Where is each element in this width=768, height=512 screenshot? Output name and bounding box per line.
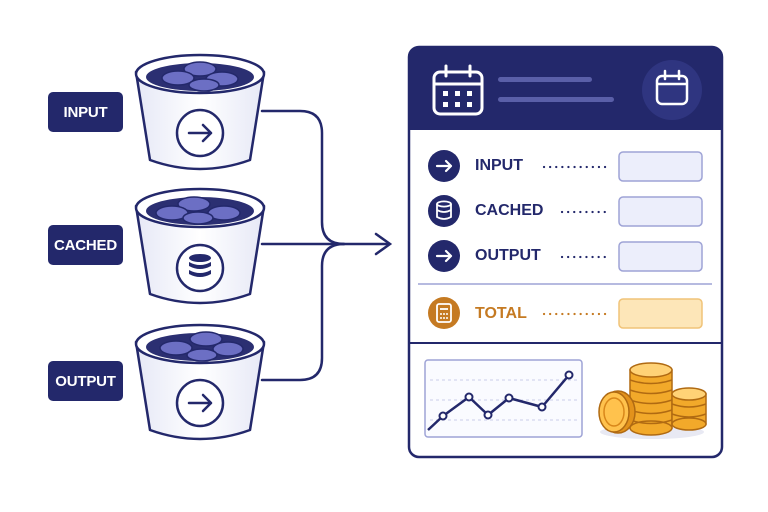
calendar-icon [432,64,484,116]
panel-row-label-input: INPUT [475,157,523,174]
bucket-output [134,323,266,441]
arrow-right-icon [428,240,460,272]
calendar-icon [642,60,702,120]
bucket-label-output: OUTPUT [48,361,123,401]
database-icon [428,195,460,227]
connector-lines [260,109,393,382]
database-icon [175,243,225,293]
bucket-label-cached: CACHED [48,225,123,265]
bucket-cached [134,187,266,305]
cost-panel [407,45,724,459]
panel-row-label-total: TOTAL [475,305,527,322]
bucket-input [134,53,266,171]
input-value-field [618,151,703,182]
arrow-right-icon [175,108,225,158]
cached-value-field [618,196,703,227]
arrow-right-icon [175,378,225,428]
calculator-icon [428,297,460,329]
coin-stack-icon [598,362,707,439]
arrow-right-icon [428,150,460,182]
panel-row-label-cached: CACHED [475,202,544,219]
output-value-field [618,241,703,272]
total-value-field [618,298,703,329]
panel-row-label-output: OUTPUT [475,247,541,264]
trend-chart [424,359,583,438]
bucket-label-input: INPUT [48,92,123,132]
